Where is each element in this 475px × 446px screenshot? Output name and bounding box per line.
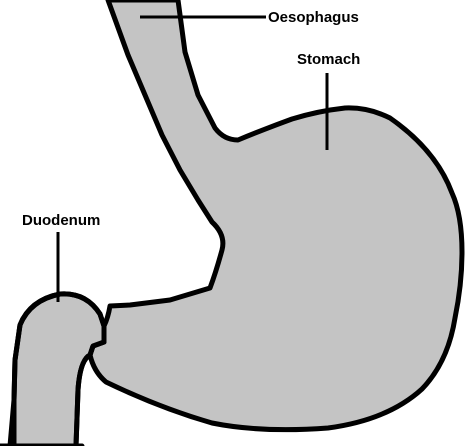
duodenum-label: Duodenum (22, 213, 100, 228)
stomach-shape (90, 0, 462, 430)
stomach-label: Stomach (297, 52, 360, 67)
oesophagus-label: Oesophagus (268, 10, 359, 25)
